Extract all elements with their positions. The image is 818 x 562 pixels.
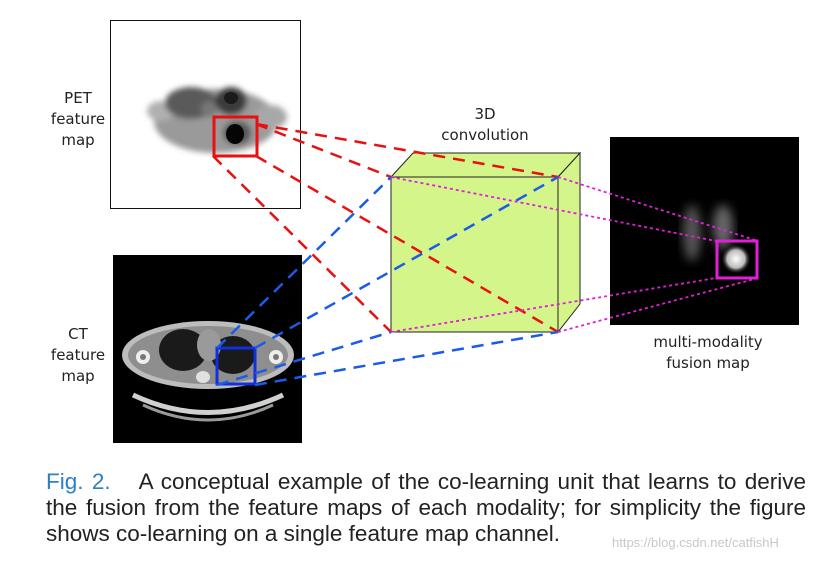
convolution-cube xyxy=(389,151,582,334)
pet-roi-box xyxy=(212,115,259,158)
pet-feature-map xyxy=(110,20,301,209)
figure-number: Fig. 2. xyxy=(46,469,111,494)
fusion-map xyxy=(610,137,799,325)
fusion-label-line-1: multi-modality xyxy=(653,333,763,351)
pet-label: PET feature map xyxy=(38,88,118,151)
convolution-label: 3D convolution xyxy=(430,104,540,146)
watermark: https://blog.csdn.net/catfishH xyxy=(612,535,779,550)
ct-label-line-1: CT xyxy=(68,325,88,343)
pet-label-line-2: feature xyxy=(50,110,106,128)
conv-label-line-2: convolution xyxy=(441,126,529,144)
ct-scan-image xyxy=(122,321,294,422)
caption-text: A conceptual example of the co-learning … xyxy=(46,469,806,546)
pet-scan-image xyxy=(147,87,287,158)
ct-label-line-3: map xyxy=(61,367,95,385)
fusion-image xyxy=(683,205,759,280)
fusion-roi-box xyxy=(715,239,759,280)
figure-caption: Fig. 2.A conceptual example of the co-le… xyxy=(46,469,806,547)
conv-label-line-1: 3D xyxy=(474,105,496,123)
pet-projection-lines xyxy=(212,122,559,334)
ct-label: CT feature map xyxy=(38,324,118,387)
pet-label-line-1: PET xyxy=(64,89,92,107)
ct-label-line-2: feature xyxy=(50,346,106,364)
fusion-label: multi-modality fusion map xyxy=(610,332,806,374)
fusion-label-line-2: fusion map xyxy=(666,354,750,372)
ct-projection-lines xyxy=(216,175,559,387)
fusion-projection-lines xyxy=(390,176,759,333)
ct-feature-map xyxy=(113,255,302,443)
pet-label-line-3: map xyxy=(61,131,95,149)
ct-roi-box xyxy=(215,346,257,386)
